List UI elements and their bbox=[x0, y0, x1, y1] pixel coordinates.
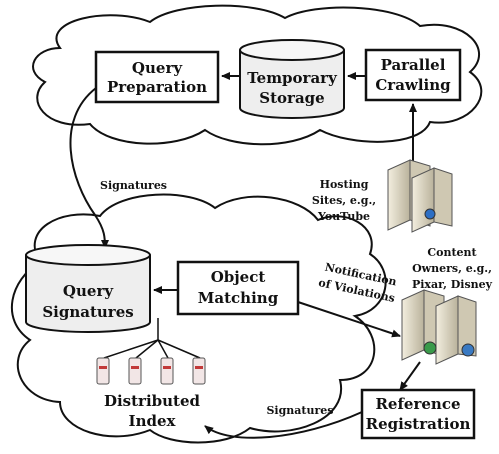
signatures-label-left: Signatures bbox=[100, 179, 167, 192]
distributed-index-label-1: Distributed bbox=[104, 392, 201, 410]
query-signatures-label-1: Query bbox=[63, 282, 114, 300]
object-matching-box: Object Matching bbox=[176, 260, 300, 316]
distributed-index-label-2: Index bbox=[129, 412, 177, 430]
content-owner-server-icons bbox=[401, 289, 477, 365]
temporary-storage-database: Temporary Storage bbox=[239, 39, 345, 119]
arrow-owners-to-registration bbox=[399, 361, 421, 391]
content-owners-label-2: Owners, e.g., bbox=[412, 262, 492, 275]
reference-registration-label-1: Reference bbox=[375, 395, 460, 413]
object-matching-label-1: Object bbox=[211, 268, 266, 286]
parallel-crawling-label-2: Crawling bbox=[375, 76, 451, 94]
hosting-server-icons bbox=[387, 159, 453, 233]
query-preparation-box: Query Preparation bbox=[94, 50, 220, 104]
arrow-notification-to-owners bbox=[297, 301, 401, 338]
query-preparation-label-2: Preparation bbox=[107, 78, 207, 96]
object-matching-label-2: Matching bbox=[198, 289, 279, 307]
arrow-preparation-to-signatures bbox=[69, 87, 109, 249]
hosting-sites-label-2: Sites, e.g., bbox=[312, 194, 376, 207]
parallel-crawling-label-1: Parallel bbox=[381, 56, 446, 74]
reference-registration-label-2: Registration bbox=[366, 415, 471, 433]
signatures-label-bottom: Signatures bbox=[266, 404, 333, 417]
query-signatures-database: Query Signatures bbox=[25, 244, 151, 333]
hosting-sites-label-1: Hosting bbox=[320, 178, 369, 191]
query-signatures-label-2: Signatures bbox=[42, 303, 133, 321]
content-owners-label-1: Content bbox=[427, 246, 477, 259]
distributed-index-tree bbox=[103, 318, 201, 359]
temporary-storage-label-2: Storage bbox=[259, 89, 324, 107]
temporary-storage-label-1: Temporary bbox=[247, 69, 338, 87]
reference-registration-box: Reference Registration bbox=[360, 388, 476, 440]
content-owners-label-3: Pixar, Disney bbox=[412, 278, 493, 291]
parallel-crawling-box: Parallel Crawling bbox=[364, 48, 462, 102]
index-node-icons bbox=[96, 357, 206, 385]
hosting-sites-label-3: YouTube bbox=[317, 210, 370, 223]
arrow-registration-to-index bbox=[204, 411, 363, 439]
query-preparation-label-1: Query bbox=[132, 59, 183, 77]
